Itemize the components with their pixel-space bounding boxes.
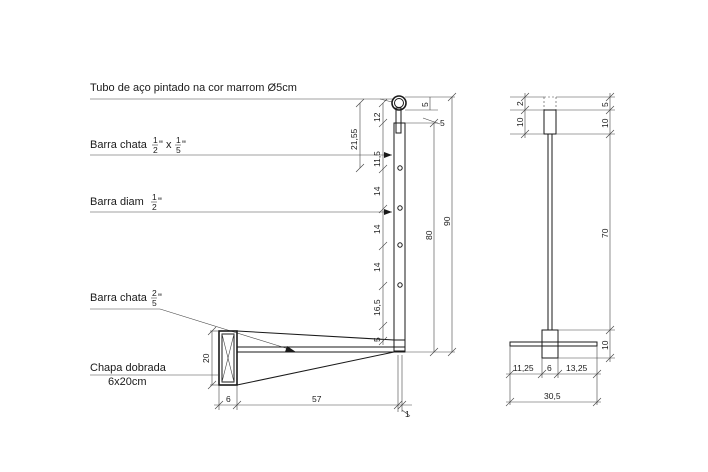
horizontal-arm (236, 346, 406, 353)
tube-inner (394, 98, 404, 108)
leader-flat-bar-2-diag (159, 308, 293, 351)
svg-text:1: 1 (153, 135, 158, 145)
svg-text:1: 1 (152, 192, 157, 202)
front-bottom-plate (541, 329, 559, 359)
tube-hidden (543, 96, 557, 111)
svg-text:16,5: 16,5 (372, 299, 382, 316)
svg-text:" x: " x (159, 139, 172, 151)
label-plate-line2: 6x20cm (108, 376, 147, 388)
leader-tube-tip (379, 98, 393, 103)
svg-text:Barra diam: Barra diam (90, 196, 144, 208)
svg-text:5: 5 (176, 145, 181, 155)
svg-text:20: 20 (201, 353, 211, 363)
svg-text:21,55: 21,55 (349, 128, 359, 150)
svg-text:80: 80 (424, 230, 434, 240)
svg-text:10: 10 (515, 117, 525, 127)
label-flat-bar-1: Barra chata 1 2 " x 1 5 " (90, 135, 186, 155)
svg-text:14: 14 (372, 262, 382, 272)
svg-text:2: 2 (153, 145, 158, 155)
svg-text:Barra chata: Barra chata (90, 139, 148, 151)
svg-text:": " (158, 292, 162, 304)
svg-text:10: 10 (600, 118, 610, 128)
svg-text:30,5: 30,5 (544, 391, 561, 401)
label-round-bar: Barra diam 1 2 " (90, 192, 162, 212)
svg-text:1: 1 (405, 409, 410, 419)
front-dim-bottom: 11,25 6 13,25 30,5 (505, 346, 602, 407)
round-bar-hole-3 (397, 242, 403, 248)
arrow-flat-bar-1 (384, 152, 392, 158)
svg-text:90: 90 (442, 216, 452, 226)
svg-text:Barra chata: Barra chata (90, 292, 148, 304)
svg-text:11,25: 11,25 (513, 363, 534, 373)
label-tube: Tubo de aço pintado na cor marrom Ø5cm (90, 82, 297, 94)
round-bar-hole-2 (397, 205, 403, 211)
brace-upper (236, 330, 395, 341)
svg-text:5: 5 (372, 337, 382, 342)
arrow-round-bar (384, 209, 392, 215)
brace-lower (236, 351, 395, 386)
svg-text:6: 6 (226, 394, 231, 404)
front-dim-right: 5 10 70 10 (556, 92, 615, 363)
svg-text:5: 5 (152, 298, 157, 308)
dim-right: 5 80 90 5 (405, 92, 457, 357)
svg-text:2: 2 (515, 101, 525, 106)
dim-chain-left: 12 11,5 14 14 14 16,5 5 (372, 98, 388, 346)
dim-bottom: 6 57 1 (214, 355, 412, 419)
round-bar-hole-1 (397, 165, 403, 171)
folded-plate (218, 330, 238, 386)
label-plate-line1: Chapa dobrada (90, 362, 167, 374)
front-top-plate (543, 109, 557, 135)
svg-text:11,5: 11,5 (372, 151, 382, 167)
round-bar-hole-4 (397, 282, 403, 288)
svg-text:5: 5 (420, 102, 430, 107)
svg-text:12: 12 (372, 112, 382, 122)
tube-section (391, 95, 407, 111)
svg-text:2: 2 (152, 288, 157, 298)
post-top-bar (395, 107, 402, 134)
svg-text:5: 5 (440, 118, 445, 128)
svg-text:57: 57 (312, 394, 322, 404)
folded-plate-inner (221, 333, 235, 383)
svg-text:14: 14 (372, 186, 382, 196)
svg-text:2: 2 (152, 202, 157, 212)
svg-text:70: 70 (600, 228, 610, 238)
front-view: 2 10 5 10 70 10 (505, 92, 615, 407)
svg-text:6: 6 (547, 363, 552, 373)
dim-21-55: 21,55 (349, 98, 365, 173)
dim-20: 20 (201, 326, 219, 390)
front-dim-left: 2 10 (510, 92, 544, 139)
svg-text:1: 1 (176, 135, 181, 145)
front-base-bar (509, 341, 598, 347)
svg-text:10: 10 (600, 340, 610, 350)
svg-text:14: 14 (372, 224, 382, 234)
svg-text:": " (182, 139, 186, 151)
vertical-post (393, 122, 406, 352)
svg-text:5: 5 (600, 102, 610, 107)
svg-text:13,25: 13,25 (566, 363, 588, 373)
side-view: Tubo de aço pintado na cor marrom Ø5cm B… (90, 82, 457, 419)
label-flat-bar-2: Barra chata 2 5 " (90, 288, 162, 308)
svg-text:": " (158, 196, 162, 208)
